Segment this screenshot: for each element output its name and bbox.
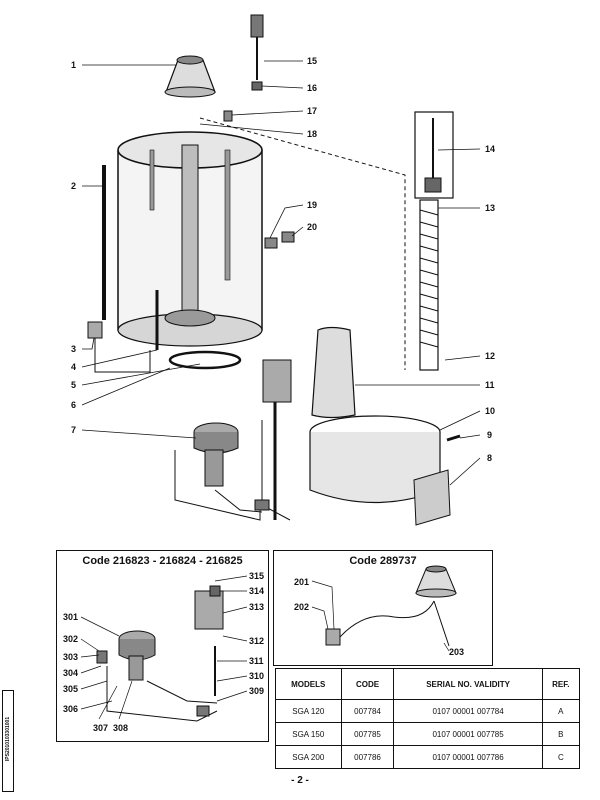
inset-right-title: Code 289737 (349, 555, 417, 567)
callout-301: 301 (63, 612, 78, 622)
inset-box-right: Code 289737 201 202 203 (273, 550, 493, 666)
callout-17: 17 (307, 106, 317, 116)
inset-left-diagram: 301 302 303 304 305 306 307 308 309 310 … (63, 571, 264, 733)
inset-right-diagram: 201 202 203 (294, 565, 464, 657)
header-serial: SERIAL NO. VALIDITY (393, 668, 543, 700)
callout-19: 19 (307, 200, 317, 210)
gas-valve-assembly (174, 359, 292, 521)
callout-308: 308 (113, 723, 128, 733)
callout-5: 5 (71, 380, 76, 390)
callout-201: 201 (294, 577, 309, 587)
callout-3: 3 (71, 344, 76, 354)
jacket-band (309, 415, 441, 504)
main-callout-labels: 1 2 3 4 5 6 7 8 9 10 11 12 13 14 15 16 1… (71, 56, 495, 463)
header-models: MODELS (275, 668, 342, 700)
cell-code: 007786 (340, 745, 395, 769)
callout-313: 313 (249, 602, 264, 612)
callout-302: 302 (63, 634, 78, 644)
cell-code: 007784 (340, 699, 395, 723)
cell-serial: 0107 00001 007786 (393, 745, 543, 769)
page-number: - 2 - (291, 775, 309, 786)
table-header-row: MODELS CODE SERIAL NO. VALIDITY REF. (275, 668, 581, 700)
table-row: SGA 120 007784 0107 00001 007784 A (275, 699, 581, 723)
header-ref: REF. (541, 668, 581, 700)
table-row: SGA 150 007785 0107 00001 007785 B (275, 722, 581, 746)
thermometer-probe (223, 14, 264, 122)
inset-left-title: Code 216823 - 216824 - 216825 (82, 555, 243, 567)
cell-serial: 0107 00001 007785 (393, 722, 543, 746)
cell-ref: B (541, 722, 581, 746)
callout-18: 18 (307, 129, 317, 139)
callout-203: 203 (449, 647, 464, 657)
callout-314: 314 (249, 586, 264, 596)
document-code-text: IPS2010103301001 (5, 716, 11, 762)
callout-2: 2 (71, 181, 76, 191)
document-code-stamp: IPS2010103301001 (2, 690, 14, 792)
flue-hood (164, 55, 216, 98)
callout-10: 10 (485, 406, 495, 416)
inset-box-left: Code 216823 - 216824 - 216825 301 302 30… (56, 550, 269, 742)
callout-310: 310 (249, 671, 264, 681)
water-heater-tank (117, 131, 263, 347)
callout-311: 311 (249, 656, 264, 666)
callout-12: 12 (485, 351, 495, 361)
callout-1: 1 (71, 60, 76, 70)
anode-strip-ribs (419, 209, 439, 348)
main-leader-lines (81, 60, 481, 486)
callout-4: 4 (71, 362, 76, 372)
header-code: CODE (340, 668, 395, 700)
callout-306: 306 (63, 704, 78, 714)
callout-305: 305 (63, 684, 78, 694)
callout-309: 309 (249, 686, 264, 696)
callout-13: 13 (485, 203, 495, 213)
callout-9: 9 (487, 430, 492, 440)
cell-model: SGA 120 (275, 699, 342, 723)
cell-model: SGA 150 (275, 722, 342, 746)
callout-312: 312 (249, 636, 264, 646)
callout-15: 15 (307, 56, 317, 66)
callout-16: 16 (307, 83, 317, 93)
table-row: SGA 200 007786 0107 00001 007786 C (275, 745, 581, 769)
callout-6: 6 (71, 400, 76, 410)
callout-20: 20 (307, 222, 317, 232)
callout-14: 14 (485, 144, 495, 154)
callout-202: 202 (294, 602, 309, 612)
models-table: MODELS CODE SERIAL NO. VALIDITY REF. SGA… (275, 668, 581, 769)
cell-serial: 0107 00001 007784 (393, 699, 543, 723)
cell-ref: A (541, 699, 581, 723)
callout-303: 303 (63, 652, 78, 662)
callout-315: 315 (249, 571, 264, 581)
callout-8: 8 (487, 453, 492, 463)
cell-model: SGA 200 (275, 745, 342, 769)
cell-code: 007785 (340, 722, 395, 746)
cell-ref: C (541, 745, 581, 769)
callout-304: 304 (63, 668, 78, 678)
callout-7: 7 (71, 425, 76, 435)
callout-307: 307 (93, 723, 108, 733)
callout-11: 11 (485, 380, 495, 390)
